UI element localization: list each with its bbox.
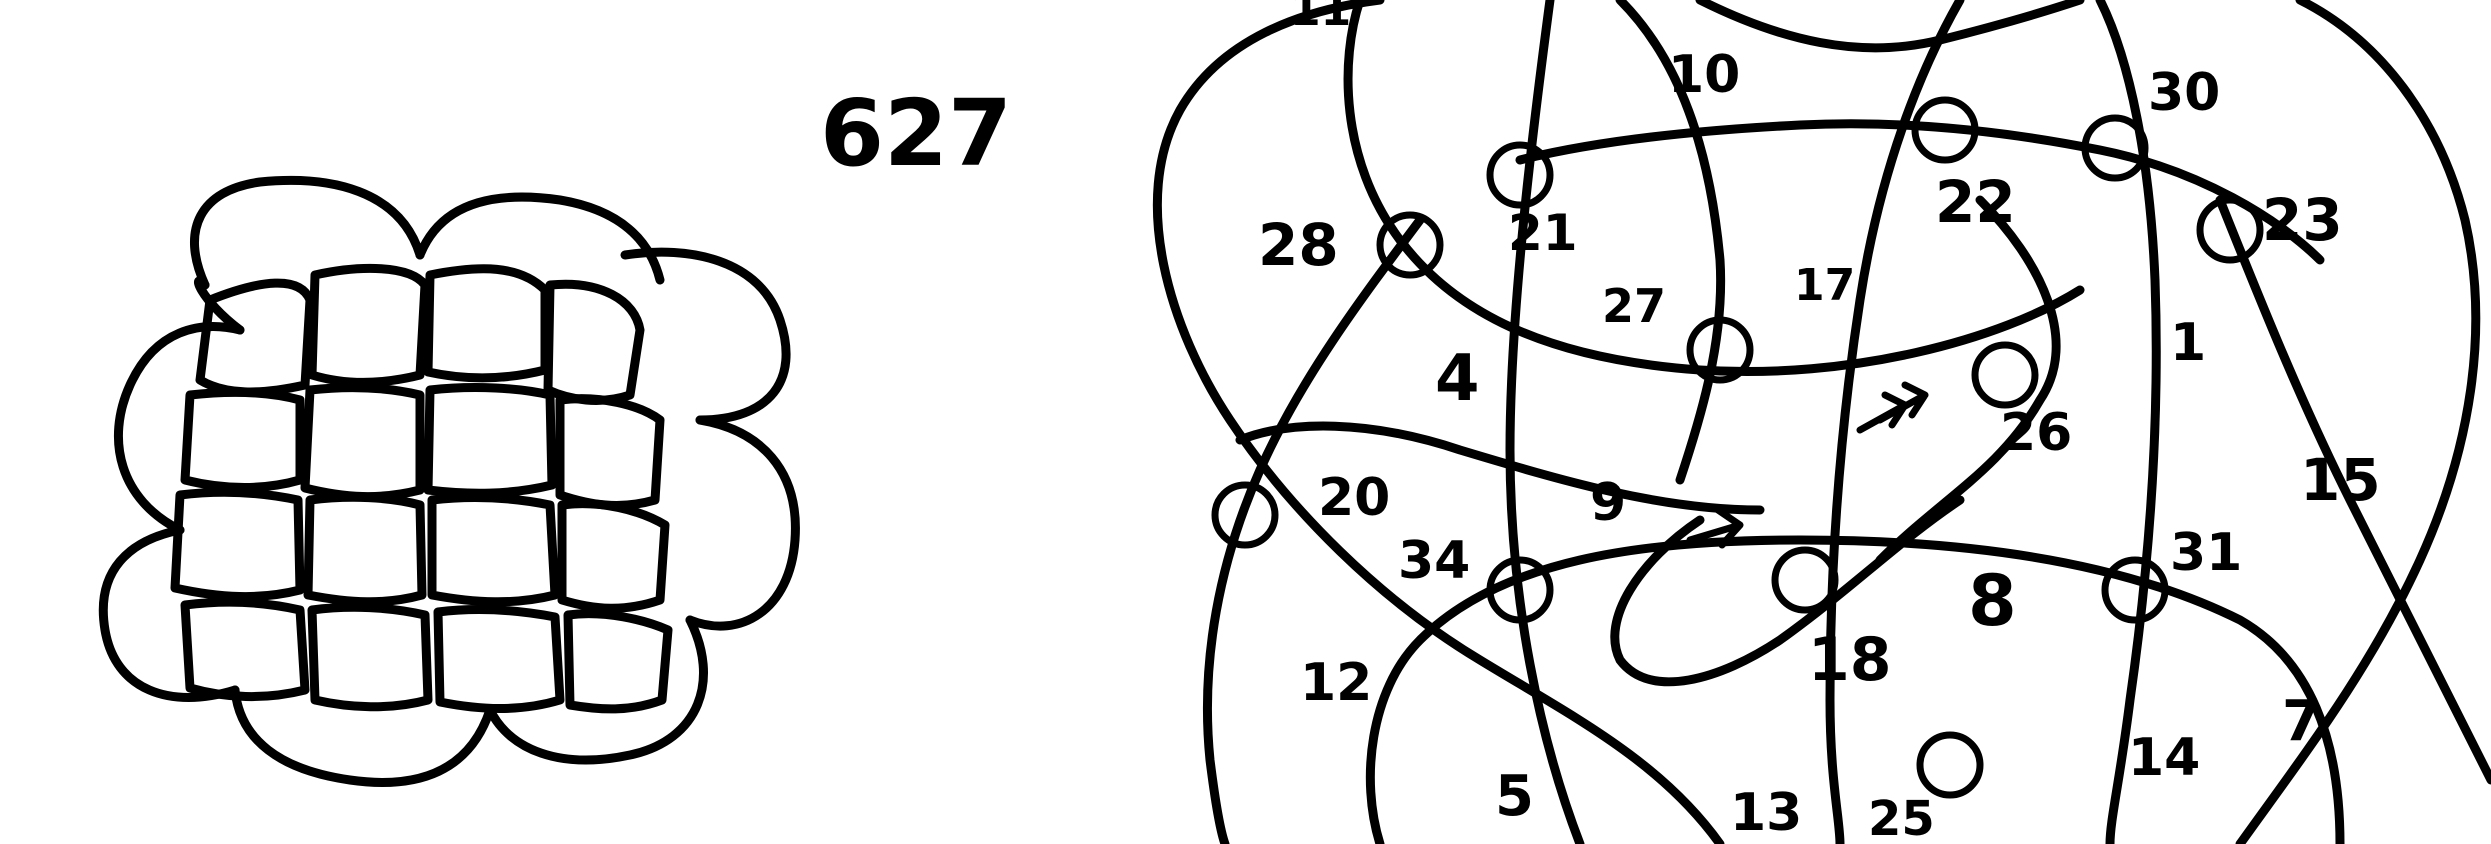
loop-outer-left: [1157, 0, 1720, 844]
strand-s-curve: [1615, 500, 1960, 682]
crossing-label: 17: [1794, 260, 1855, 311]
loop-outer-right: [2240, 0, 2476, 844]
strand-top-arc: [1700, 0, 2080, 48]
weave-grid: [175, 268, 668, 708]
crossing-label: 31: [2170, 523, 2242, 583]
crossing-label: 7: [2282, 689, 2321, 754]
crossing-label: 9: [1590, 473, 1626, 533]
crossing-label: 10: [1668, 45, 1740, 105]
crossing-label: 8: [1968, 560, 2017, 642]
crossing-label: 27: [1602, 279, 1666, 333]
finished-knot-drawing: [103, 180, 795, 782]
crossing-label: 30: [2148, 63, 2220, 123]
crossing-label: 4: [1435, 342, 1480, 416]
strand-cross-center: [1880, 200, 2056, 560]
crossing-label: 1: [2170, 313, 2206, 373]
crossing-label: 12: [1300, 653, 1372, 713]
crossing-label: 18: [1808, 625, 1892, 695]
crossing-label: 5: [1495, 764, 1534, 829]
strand-vertical-right: [2100, 0, 2156, 844]
crossing-label: 34: [1398, 531, 1470, 591]
knot-diagram: 11 10 30 28 21 22 23 27 17 1 4 26 15 20 …: [1157, 0, 2491, 844]
crossing-label: 26: [2000, 403, 2072, 463]
strand-diagonal-left: [1207, 220, 1420, 844]
crossing-label: 23: [2262, 186, 2343, 254]
crossing-label: 11: [1290, 0, 1351, 36]
crossing-label: 21: [1508, 204, 1578, 262]
knot-number: 627: [820, 80, 1012, 187]
crossing-label: 13: [1730, 783, 1802, 843]
crossing-label: 14: [2128, 728, 2200, 788]
crossing-label: 22: [1935, 168, 2016, 236]
crossing-label: 15: [2300, 446, 2381, 514]
arrow-icon: [1860, 395, 1905, 430]
crossing-label: 20: [1318, 468, 1390, 528]
crossing-label: 25: [1868, 791, 1935, 844]
crossing-label: 28: [1258, 211, 1339, 279]
